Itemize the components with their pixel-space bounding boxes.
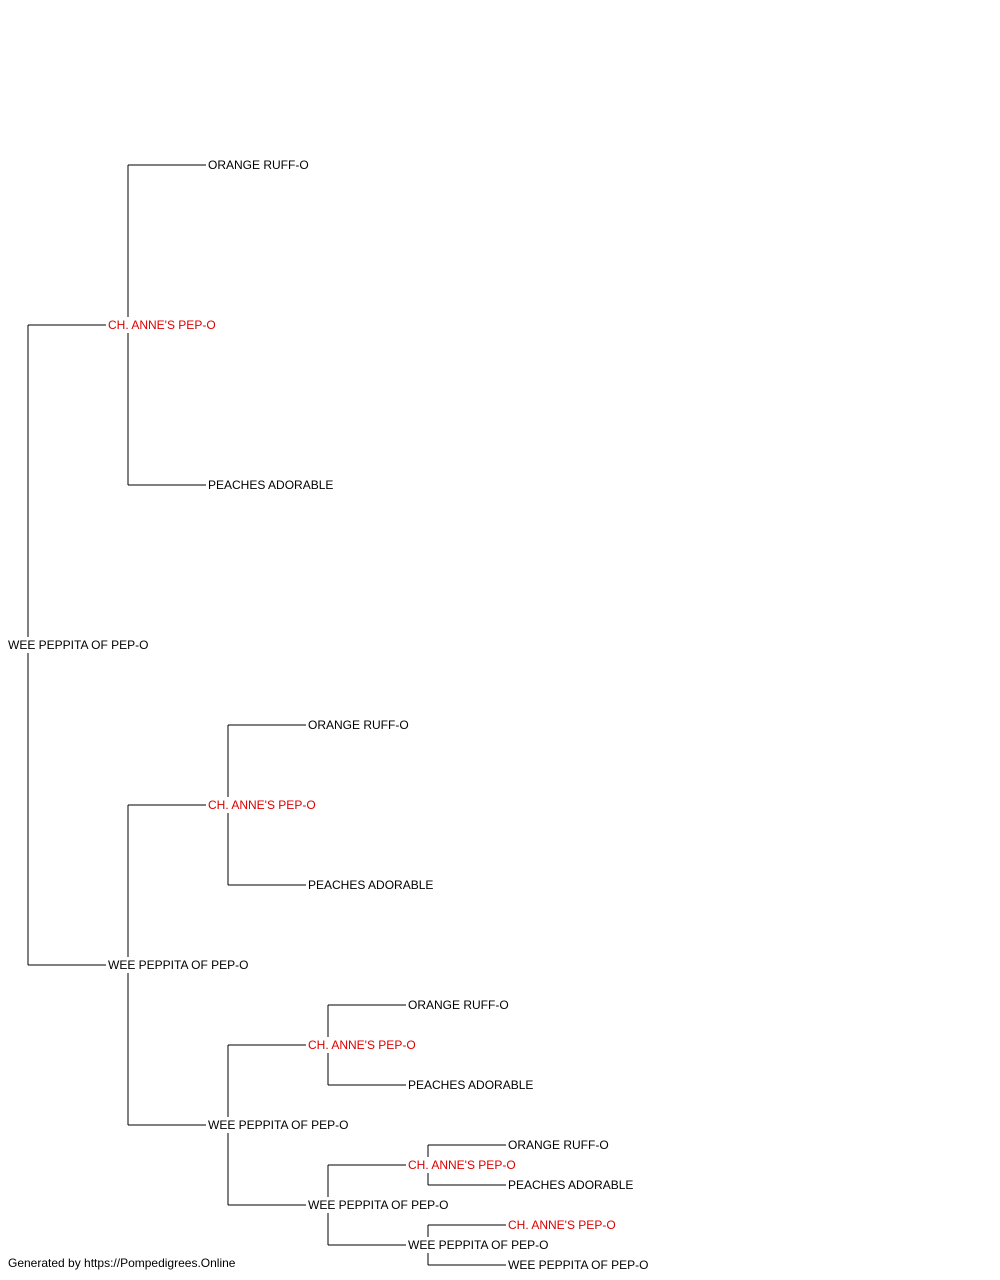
- dam-name: WEE PEPPITA OF PEP-O: [408, 1238, 548, 1252]
- sire-name: CH. ANNE'S PEP-O: [108, 318, 216, 332]
- sire-name: ORANGE RUFF-O: [508, 1138, 609, 1152]
- generated-by-footer: Generated by https://Pompedigrees.Online: [8, 1256, 236, 1270]
- dam-name: WEE PEPPITA OF PEP-O: [308, 1198, 448, 1212]
- sire-name: CH. ANNE'S PEP-O: [508, 1218, 616, 1232]
- dam-name: WEE PEPPITA OF PEP-O: [108, 958, 248, 972]
- dam-name: PEACHES ADORABLE: [408, 1078, 533, 1092]
- dam-name: WEE PEPPITA OF PEP-O: [508, 1258, 648, 1272]
- dam-name: WEE PEPPITA OF PEP-O: [208, 1118, 348, 1132]
- dam-name: PEACHES ADORABLE: [208, 478, 333, 492]
- pedigree-labels: WEE PEPPITA OF PEP-O CH. ANNE'S PEP-O ORAN…: [8, 158, 648, 1272]
- dam-name: PEACHES ADORABLE: [308, 878, 433, 892]
- dam-name: PEACHES ADORABLE: [508, 1178, 633, 1192]
- sire-name: CH. ANNE'S PEP-O: [308, 1038, 416, 1052]
- sire-name: ORANGE RUFF-O: [308, 718, 409, 732]
- sire-name: ORANGE RUFF-O: [408, 998, 509, 1012]
- sire-name: ORANGE RUFF-O: [208, 158, 309, 172]
- root-name: WEE PEPPITA OF PEP-O: [8, 638, 148, 652]
- sire-name: CH. ANNE'S PEP-O: [208, 798, 316, 812]
- sire-name: CH. ANNE'S PEP-O: [408, 1158, 516, 1172]
- pedigree-connectors: [27, 164, 506, 1266]
